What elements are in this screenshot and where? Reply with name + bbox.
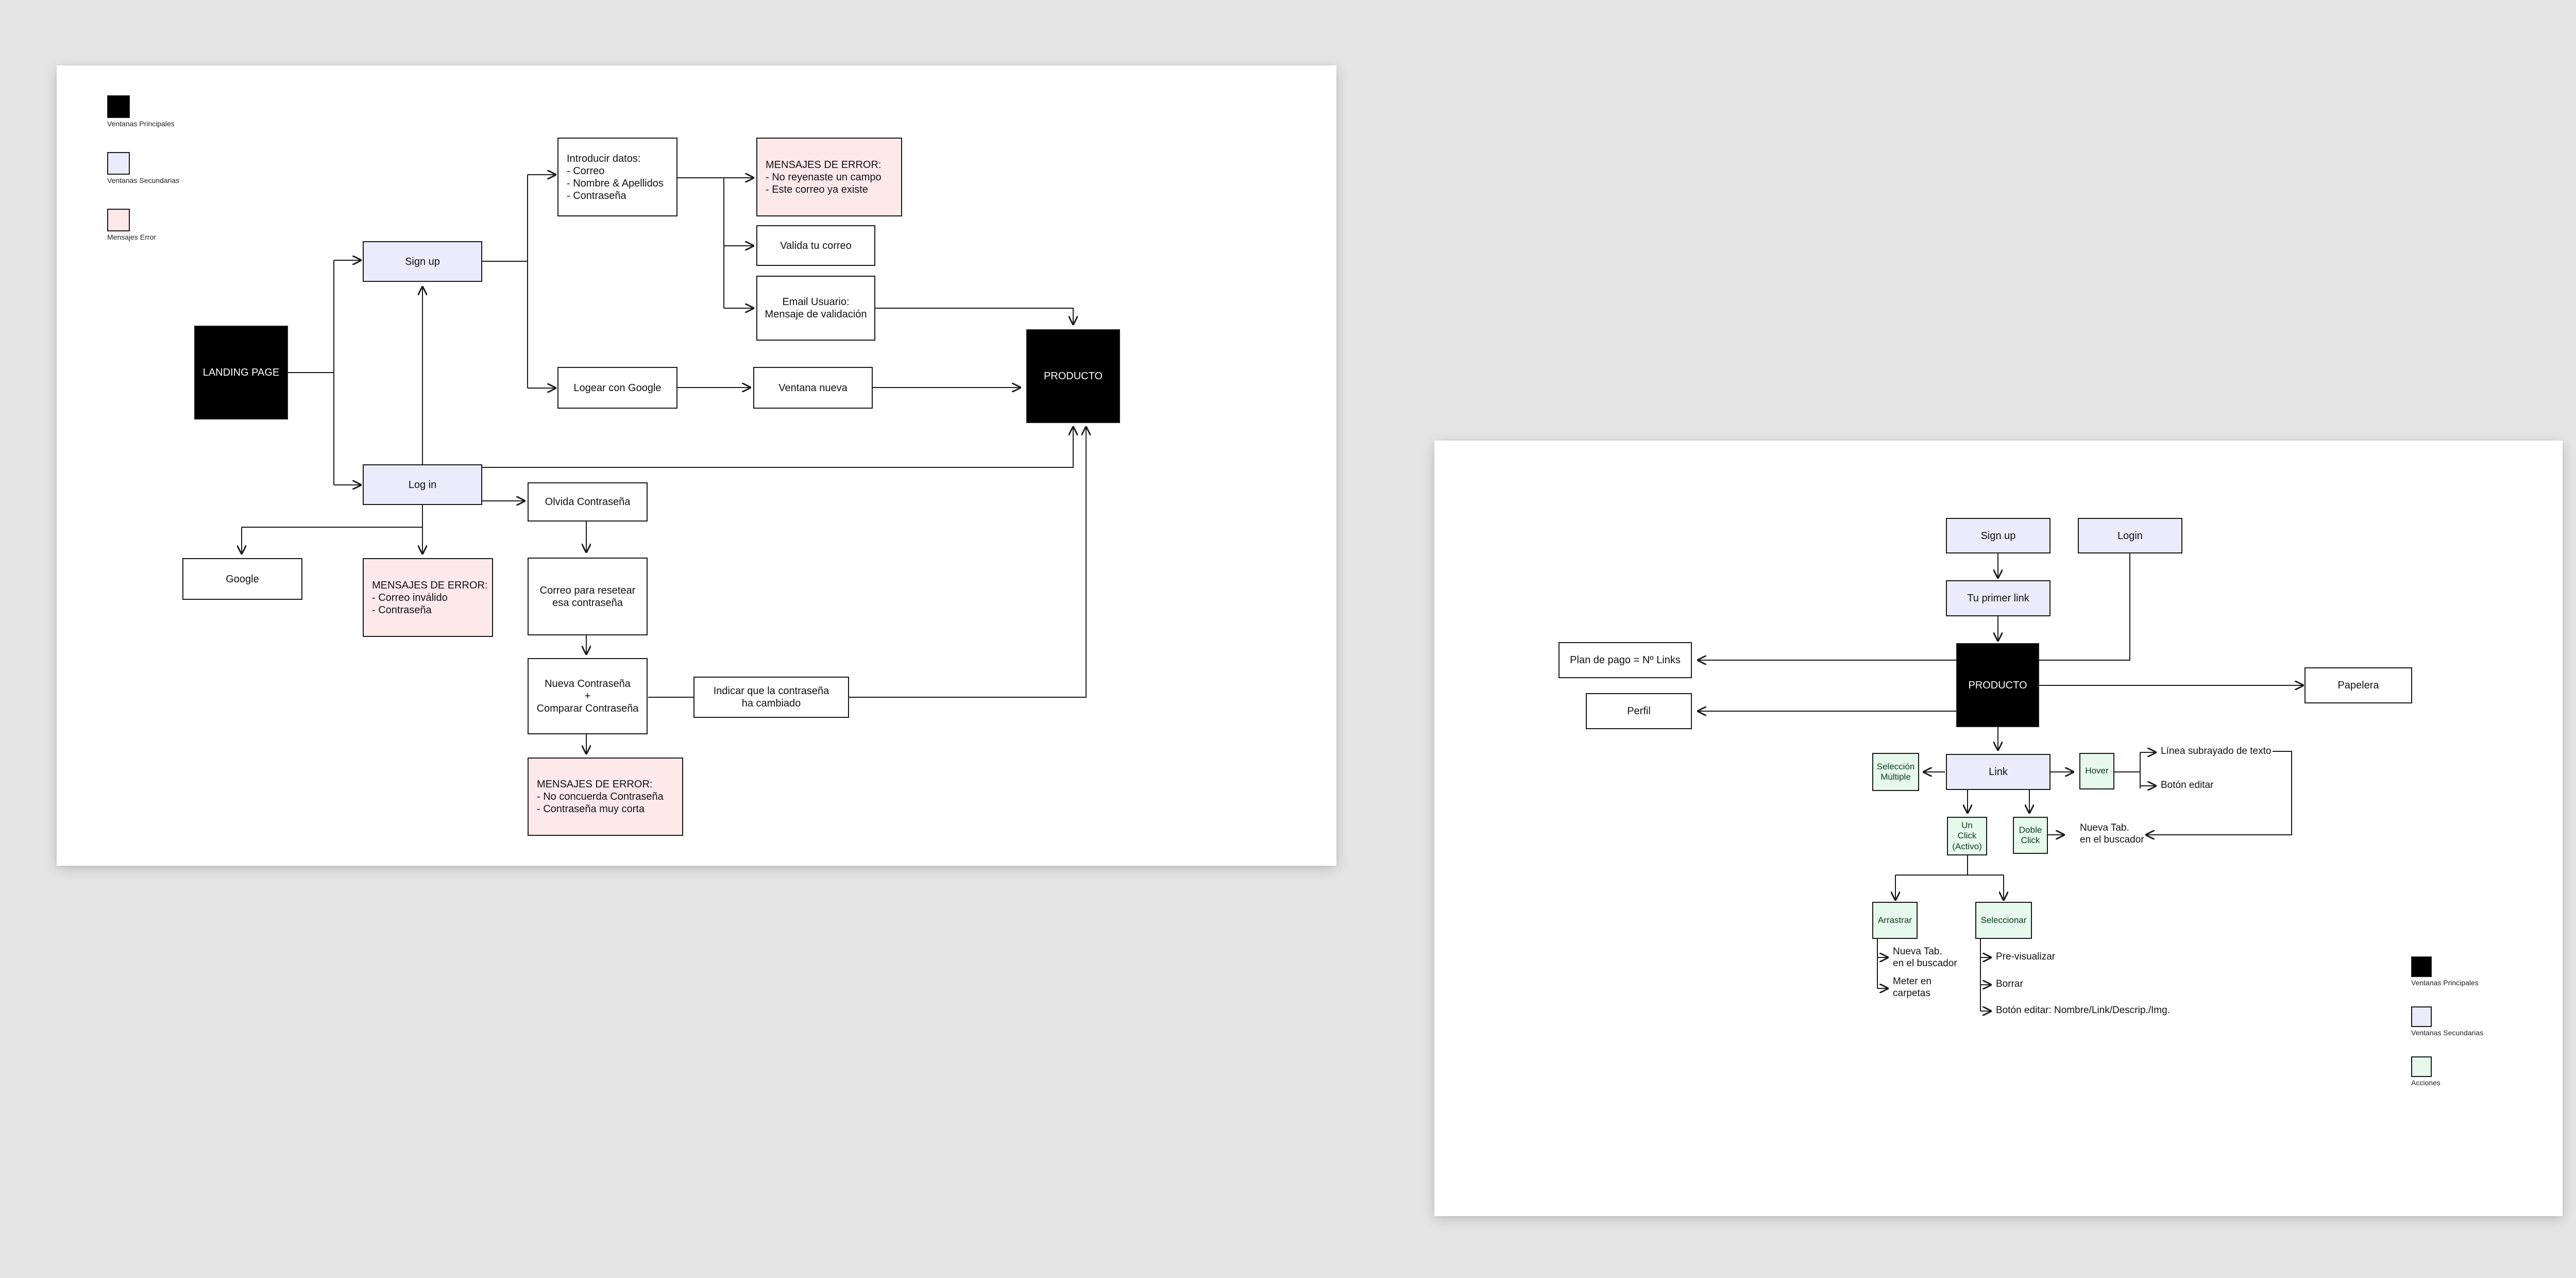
olvida-contrasena-node[interactable]: Olvida Contraseña (528, 482, 648, 522)
google-node[interactable]: Google (182, 558, 302, 600)
b2-legend-label-action: Acciones (2411, 1079, 2441, 1087)
seleccionar-node[interactable]: Seleccionar (1975, 902, 2032, 939)
error-messages-password-node[interactable]: MENSAJES DE ERROR: - No concuerda Contra… (528, 758, 683, 836)
papelera-node[interactable]: Papelera (2304, 667, 2412, 703)
plan-de-pago-node[interactable]: Plan de pago = Nº Links (1558, 642, 1692, 678)
arrastrar-nueva-tab-label: Nueva Tab. en el buscador (1893, 946, 1957, 969)
nueva-tab-label: Nueva Tab. en el buscador (2080, 822, 2144, 845)
meter-carpetas-label: Meter en carpetas (1893, 976, 1931, 999)
error-messages-login-node[interactable]: MENSAJES DE ERROR: - Correo inválido - C… (363, 558, 493, 637)
borrar-label: Borrar (1996, 979, 2023, 989)
b2-legend-swatch-main (2411, 956, 2432, 977)
introducir-datos-node[interactable]: Introducir datos: - Correo - Nombre & Ap… (557, 138, 677, 216)
b2-legend-swatch-secondary (2411, 1006, 2432, 1027)
signup-node[interactable]: Sign up (363, 241, 482, 282)
producto-node[interactable]: PRODUCTO (1026, 329, 1120, 423)
nueva-contrasena-node[interactable]: Nueva Contraseña + Comparar Contraseña (528, 658, 648, 734)
error-messages-signup-node[interactable]: MENSAJES DE ERROR: - No reyenaste un cam… (756, 138, 902, 216)
correo-resetear-node[interactable]: Correo para resetear esa contraseña (528, 558, 648, 635)
boton-editar-label: Botón editar (2161, 780, 2214, 791)
board-product-flow: Sign up Login Tu primer link Plan de pag… (1434, 441, 2563, 1216)
doble-click-node[interactable]: Doble Click (2013, 817, 2048, 854)
boton-editar-full-label: Botón editar: Nombre/Link/Descrip./Img. (1996, 1005, 2170, 1016)
b2-legend-label-main: Ventanas Principales (2411, 979, 2479, 987)
legend-swatch-secondary (107, 152, 130, 175)
board-auth-flow: Ventanas Principales Ventanas Secundaria… (57, 65, 1336, 866)
legend-label-error: Mensajes Error (107, 233, 156, 241)
indicar-cambio-node[interactable]: Indicar que la contraseña ha cambiado (693, 677, 849, 718)
tu-primer-link-node[interactable]: Tu primer link (1946, 580, 2050, 616)
legend-swatch-main (107, 95, 130, 118)
logear-google-node[interactable]: Logear con Google (557, 367, 677, 409)
valida-correo-node[interactable]: Valida tu correo (756, 225, 875, 266)
previsualizar-label: Pre-visualizar (1996, 951, 2056, 962)
seleccion-multiple-node[interactable]: Selección Múltiple (1872, 753, 1919, 791)
perfil-node[interactable]: Perfil (1586, 693, 1692, 729)
login-node[interactable]: Log in (363, 464, 482, 505)
hover-node[interactable]: Hover (2079, 753, 2114, 789)
landing-page-node[interactable]: LANDING PAGE (194, 326, 288, 419)
arrastrar-node[interactable]: Arrastrar (1872, 902, 1918, 939)
board1-connectors (57, 65, 1336, 866)
b2-legend-swatch-action (2411, 1056, 2432, 1077)
link-node[interactable]: Link (1946, 754, 2050, 790)
un-click-node[interactable]: Un Click (Activo) (1947, 817, 1987, 855)
subrayado-label: Línea subrayado de texto (2161, 746, 2272, 756)
b2-legend-label-secondary: Ventanas Secundarias (2411, 1029, 2484, 1037)
b2-producto-node[interactable]: PRODUCTO (1956, 643, 2039, 727)
email-usuario-node[interactable]: Email Usuario: Mensaje de validación (756, 276, 875, 341)
b2-signup-node[interactable]: Sign up (1946, 518, 2050, 553)
legend-label-secondary: Ventanas Secundarias (107, 176, 180, 184)
legend-label-main: Ventanas Principales (107, 120, 175, 128)
b2-login-node[interactable]: Login (2078, 518, 2182, 553)
legend-swatch-error (107, 209, 130, 231)
board2-connectors (1434, 553, 2563, 1216)
ventana-nueva-node[interactable]: Ventana nueva (753, 367, 873, 409)
